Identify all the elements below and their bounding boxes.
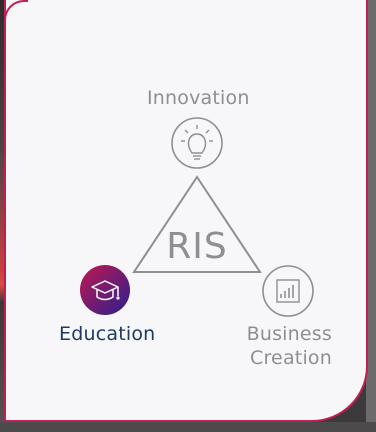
business-label-line1: Business: [246, 323, 332, 345]
education-label: Education: [59, 323, 156, 345]
background-photo-right: [366, 0, 376, 432]
ris-triangle: [132, 175, 262, 273]
ris-center-label: RIS: [166, 226, 227, 267]
business-label-line2: Creation: [250, 347, 332, 369]
graduation-cap-icon: [80, 265, 130, 315]
bar-chart-icon: [262, 265, 314, 317]
lightbulb-icon: [171, 117, 223, 169]
ris-card: [4, 0, 368, 422]
business-creation-label: Business Creation: [232, 322, 332, 370]
innovation-label: Innovation: [147, 87, 250, 109]
background-photo-bottom: [0, 422, 376, 432]
